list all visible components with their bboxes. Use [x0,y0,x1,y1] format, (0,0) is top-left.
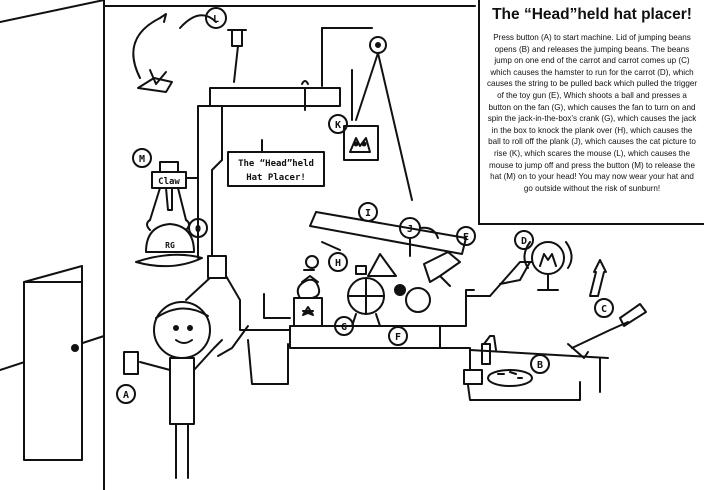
pipes [185,105,581,401]
label-M: M [139,154,145,165]
pulley [321,27,413,201]
machine-sign-frame [227,139,325,187]
room-walls [0,0,476,490]
label-E: E [463,232,469,243]
hat-label: RG [165,241,175,250]
label-C: C [601,304,607,315]
label-K: K [335,120,341,131]
door [23,265,83,461]
label-O: O [195,224,201,235]
mouse-on-plane [132,13,247,93]
label-G: G [341,322,347,333]
ball [394,284,431,313]
label-F: F [395,332,401,343]
description-body: Press button (A) to start machine. Lid o… [486,33,698,193]
pendulum-j [399,217,439,257]
claw [146,161,190,231]
label-D: D [521,236,527,247]
top-shelf [209,80,341,111]
label-B: B [537,360,543,371]
label-H: H [335,258,341,269]
description-title: The “Head”held hat placer! [492,6,692,23]
cat-picture [343,125,379,161]
hamster-wheel [523,241,573,291]
label-J: J [407,224,413,235]
description-box: The “Head”held hat placer! Press button … [478,0,704,225]
toy-gun [423,251,461,287]
fan [347,265,385,327]
claw-label: Claw [158,177,180,187]
label-I: I [365,208,371,219]
person [123,301,223,479]
label-L: L [213,14,219,25]
bean-dish [481,335,533,387]
machine-sign-line2: Hat Placer! [246,173,306,183]
step-label-circles [116,7,614,404]
plank [309,211,467,277]
carrot [567,259,647,359]
hat [135,223,203,268]
jack-in-box [293,255,323,327]
label-A: A [123,390,129,401]
machine-sign-line1: The “Head”held [238,159,314,169]
